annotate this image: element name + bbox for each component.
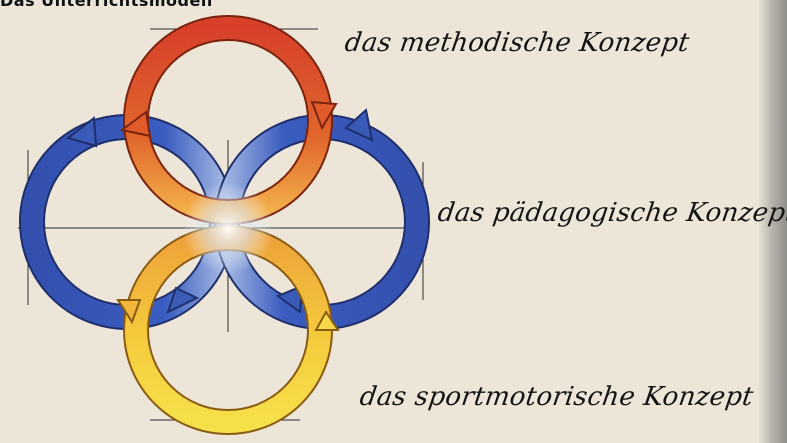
label-paedagogisches-konzept: das pädagogische Konzept: [436, 198, 787, 228]
center-highlight: [182, 182, 274, 274]
label-methodisches-konzept: das methodische Konzept: [343, 28, 691, 58]
label-sportmotorisches-konzept: das sportmotorische Konzept: [358, 382, 755, 412]
